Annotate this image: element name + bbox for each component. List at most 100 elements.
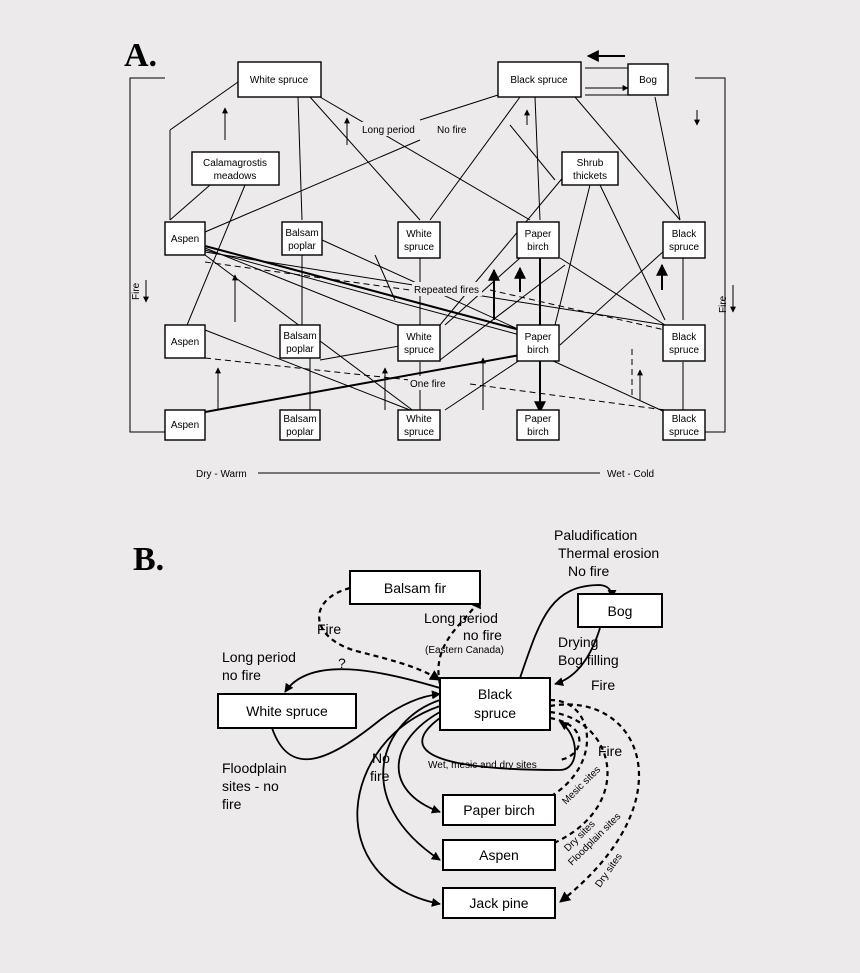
label-fire-right: Fire (718, 295, 729, 313)
box-white-spruce-top: White spruce (237, 61, 322, 98)
label-long-period: Long period (362, 125, 415, 136)
label-balsam-row3-2: poplar (286, 427, 314, 438)
label-black-row2-1: Black (672, 332, 697, 343)
label-no-fire-ec: no fire (463, 627, 502, 643)
box-balsam-row1: Balsam poplar (281, 221, 323, 256)
label-balsam-fir: Balsam fir (384, 580, 447, 596)
label-black-row1-1: Black (672, 229, 697, 240)
label-balsam-row1-2: poplar (288, 241, 316, 252)
label-paper-row1-2: birch (527, 242, 549, 253)
label-black-spruce-top: Black spruce (510, 75, 568, 86)
box-paper-birch-b: Paper birch (442, 794, 556, 826)
label-eastern-canada: (Eastern Canada) (425, 645, 504, 656)
label-white-row3-1: White (406, 414, 432, 425)
label-aspen-row2: Aspen (171, 337, 199, 348)
box-black-row3: Black spruce (662, 409, 706, 441)
box-bog-top: Bog (627, 63, 669, 96)
box-white-row3: White spruce (397, 409, 441, 441)
label-paludification: Paludification (554, 527, 637, 543)
label-no-fire-mid-2: fire (370, 768, 390, 784)
label-drying: Drying (558, 634, 598, 650)
label-black-spruce-b-2: spruce (474, 705, 516, 721)
box-black-row2: Black spruce (662, 324, 706, 362)
box-paper-row1: Paper birch (516, 221, 560, 259)
box-bog-b: Bog (577, 593, 663, 628)
label-long-period-ec: Long period (424, 610, 498, 626)
label-bog-top: Bog (639, 75, 657, 86)
label-paper-row1-1: Paper (525, 229, 552, 240)
box-aspen-row1: Aspen (164, 221, 206, 256)
box-black-row1: Black spruce (662, 221, 706, 259)
label-one-fire: One fire (410, 379, 446, 390)
label-long-period-ws: Long period (222, 649, 296, 665)
label-floodplain-2: sites - no (222, 778, 279, 794)
label-calamagrostis-2: meadows (214, 171, 257, 182)
label-black-row3-1: Black (672, 414, 697, 425)
box-shrub-thickets: Shrub thickets (561, 151, 619, 186)
label-jack-pine-b: Jack pine (469, 895, 528, 911)
label-wet-cold: Wet - Cold (607, 469, 654, 480)
label-bog-b: Bog (608, 603, 633, 619)
label-balsam-row3-1: Balsam (283, 414, 316, 425)
label-fire-bog: Fire (591, 677, 615, 693)
label-fire-left: Fire (131, 282, 142, 300)
box-aspen-b: Aspen (442, 839, 556, 871)
box-white-row2: White spruce (397, 324, 441, 362)
label-wet-mesic: Wet, mesic and dry sites (428, 760, 537, 771)
label-black-row3-2: spruce (669, 427, 699, 438)
label-dry-warm: Dry - Warm (196, 469, 247, 480)
box-aspen-row3: Aspen (164, 409, 206, 441)
label-white-row3-2: spruce (404, 427, 434, 438)
label-white-spruce-b: White spruce (246, 703, 328, 719)
box-balsam-row2: Balsam poplar (279, 324, 321, 359)
label-question: ? (338, 655, 346, 671)
label-aspen-b: Aspen (479, 847, 519, 863)
label-no-fire-ws: no fire (222, 667, 261, 683)
box-jack-pine-b: Jack pine (442, 887, 556, 919)
label-white-row1-2: spruce (404, 242, 434, 253)
box-paper-row3: Paper birch (516, 409, 560, 441)
label-calamagrostis-1: Calamagrostis (203, 158, 267, 169)
label-paper-row3-2: birch (527, 427, 549, 438)
label-floodplain-1: Floodplain (222, 760, 287, 776)
box-calamagrostis: Calamagrostis meadows (191, 151, 280, 186)
label-shrub-2: thickets (573, 171, 607, 182)
label-no-fire-top: No fire (568, 563, 609, 579)
label-mesic-sites: Mesic sites (560, 764, 603, 807)
label-paper-birch-b: Paper birch (463, 802, 535, 818)
box-black-spruce-b: Black spruce (439, 677, 551, 731)
label-white-row2-1: White (406, 332, 432, 343)
label-fire-left-b: Fire (317, 621, 341, 637)
label-fire-right-b: Fire (598, 743, 622, 759)
panel-a-connectors (129, 50, 736, 474)
box-balsam-row3: Balsam poplar (279, 409, 321, 441)
label-paper-row2-2: birch (527, 345, 549, 356)
box-balsam-fir: Balsam fir (349, 570, 481, 605)
label-floodplain-3: fire (222, 796, 242, 812)
label-black-row2-2: spruce (669, 345, 699, 356)
box-white-row1: White spruce (397, 221, 441, 259)
label-black-spruce-b-1: Black (478, 686, 513, 702)
panel-a-letter: A. (124, 37, 157, 74)
box-paper-row2: Paper birch (516, 324, 560, 362)
label-balsam-row2-2: poplar (286, 344, 314, 355)
label-black-row1-2: spruce (669, 242, 699, 253)
label-white-row2-2: spruce (404, 345, 434, 356)
label-paper-row2-1: Paper (525, 332, 552, 343)
label-paper-row3-1: Paper (525, 414, 552, 425)
label-balsam-row1-1: Balsam (285, 228, 318, 239)
label-thermal-erosion: Thermal erosion (558, 545, 659, 561)
label-no-fire-mid-1: No (372, 750, 390, 766)
label-white-row1-1: White (406, 229, 432, 240)
label-no-fire: No fire (437, 125, 467, 136)
box-black-spruce-top: Black spruce (497, 61, 582, 98)
label-dry-sites-2: Dry sites (593, 852, 624, 890)
label-aspen-row3: Aspen (171, 420, 199, 431)
box-aspen-row2: Aspen (164, 324, 206, 359)
label-bog-filling: Bog filling (558, 652, 619, 668)
panel-b-letter: B. (133, 541, 164, 578)
label-balsam-row2-1: Balsam (283, 331, 316, 342)
box-white-spruce-b: White spruce (217, 693, 357, 729)
